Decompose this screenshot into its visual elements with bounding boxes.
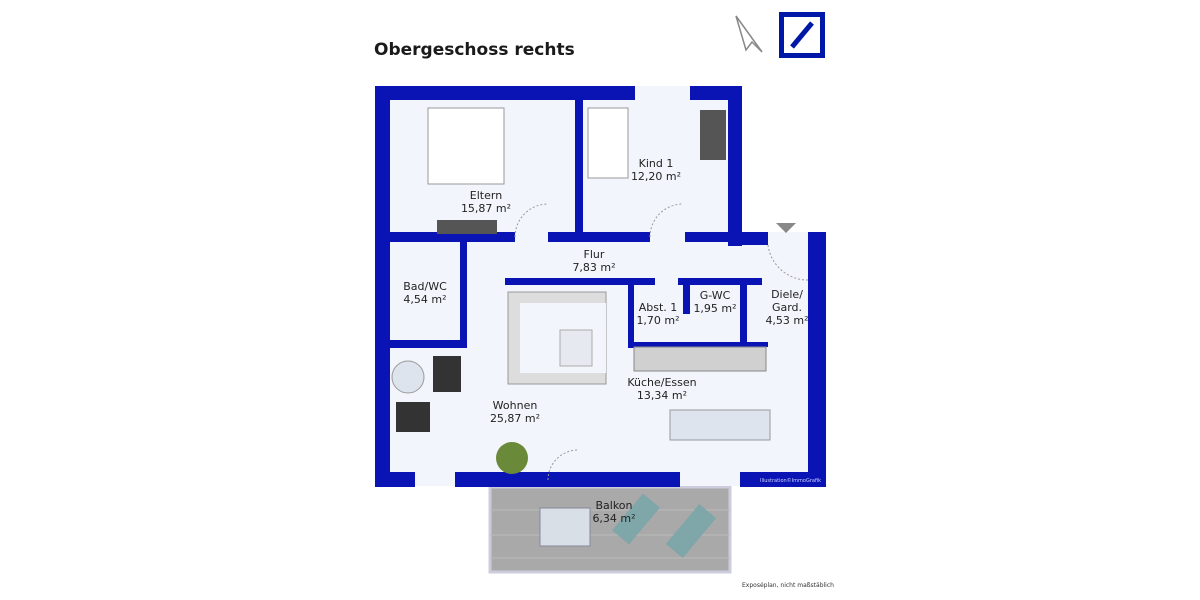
north-arrow-icon xyxy=(734,14,766,60)
illustration-credit: Illustration©ImmoGrafik xyxy=(760,478,821,484)
balcony-table xyxy=(539,507,591,547)
double-bed xyxy=(427,107,505,185)
armchair xyxy=(433,356,461,392)
entrance-arrow-icon xyxy=(776,223,796,233)
room-label-diele: Diele/ Gard.4,53 m² xyxy=(765,288,809,327)
single-bed xyxy=(587,107,629,179)
desk xyxy=(700,110,726,160)
page-title: Obergeschoss rechts xyxy=(374,40,575,60)
coffee-table xyxy=(559,329,593,367)
sideboard xyxy=(437,220,497,234)
sun-lounger xyxy=(612,493,660,545)
kitchen-counter xyxy=(633,346,767,372)
dining-table xyxy=(669,409,771,441)
sun-lounger xyxy=(665,504,717,558)
plant xyxy=(496,442,528,474)
walls xyxy=(375,86,826,487)
deutsche-bank-logo xyxy=(779,12,825,58)
side-table xyxy=(391,360,425,394)
armchair xyxy=(396,402,430,432)
scale-note: Exposéplan, nicht maßstäblich xyxy=(742,582,834,589)
